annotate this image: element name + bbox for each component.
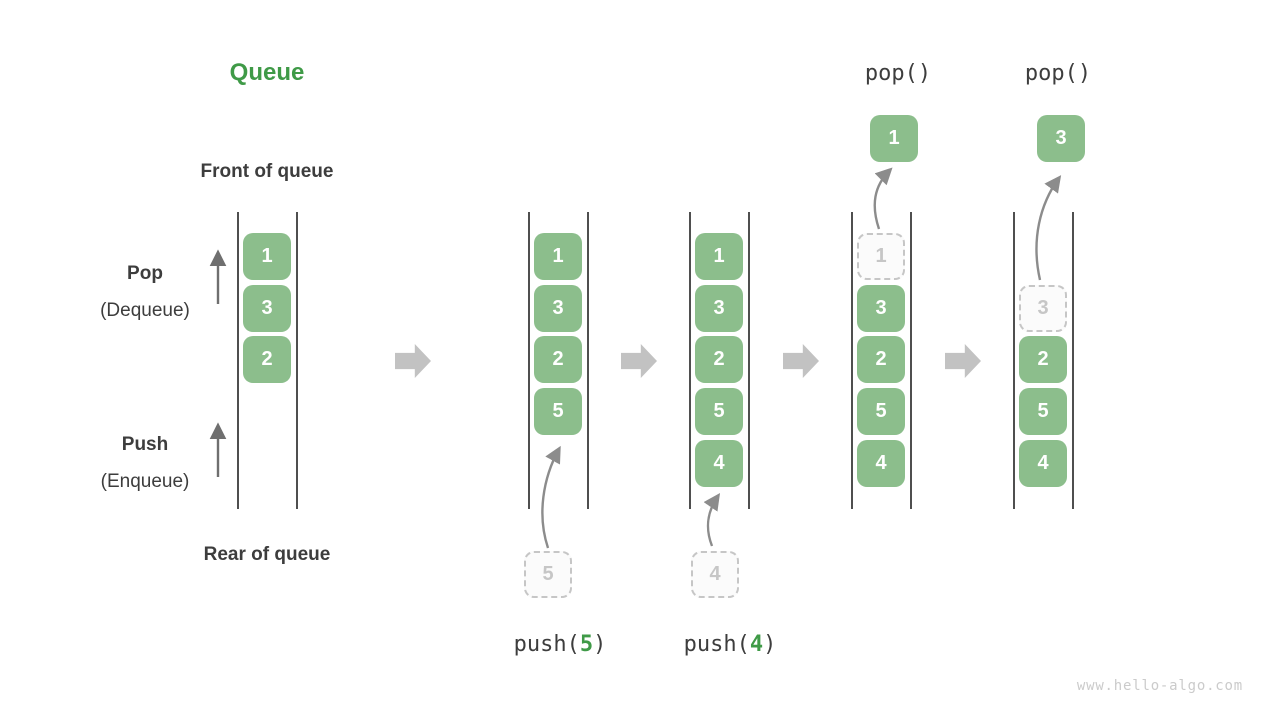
queue-item: 5	[1019, 388, 1067, 435]
transition-arrow-icon	[945, 344, 981, 378]
queue-state-3: 1 3 2 5 4	[689, 212, 750, 509]
pop-side-label: Pop (Dequeue)	[60, 255, 230, 329]
transition-arrow-icon	[395, 344, 431, 378]
queue-state-2: 1 3 2 5	[528, 212, 589, 509]
push-arg-1: 5	[579, 632, 594, 657]
queue-item: 3	[695, 285, 743, 332]
queue-item: 3	[243, 285, 291, 332]
queue-item: 2	[695, 336, 743, 383]
enqueue-alias-label: (Enqueue)	[100, 471, 190, 492]
queue-state-4: 1 3 2 5 4	[851, 212, 912, 509]
push-operation-label-1: push(5)	[513, 632, 607, 657]
front-of-queue-label: Front of queue	[200, 161, 334, 182]
queue-item: 5	[695, 388, 743, 435]
queue-item-removed: 3	[1019, 285, 1067, 332]
queue-item: 5	[534, 388, 582, 435]
rear-of-queue-label: Rear of queue	[203, 544, 331, 565]
push-side-label: Push (Enqueue)	[60, 426, 230, 500]
queue-item-removed: 1	[857, 233, 905, 280]
transition-arrow-icon	[783, 344, 819, 378]
queue-item: 2	[1019, 336, 1067, 383]
queue-item: 2	[534, 336, 582, 383]
queue-item: 4	[1019, 440, 1067, 487]
pop-label: Pop	[127, 263, 163, 284]
push-label: Push	[121, 434, 169, 455]
queue-item: 1	[695, 233, 743, 280]
watermark: www.hello-algo.com	[1076, 678, 1243, 694]
queue-item: 1	[534, 233, 582, 280]
queue-item: 5	[857, 388, 905, 435]
popped-value-box-3: 3	[1037, 115, 1085, 162]
push-operation-label-2: push(4)	[683, 632, 777, 657]
queue-item: 3	[857, 285, 905, 332]
transition-arrow-icon	[621, 344, 657, 378]
queue-state-5: 3 2 5 4	[1013, 212, 1074, 509]
queue-item: 4	[695, 440, 743, 487]
pop-operation-label-1: pop()	[864, 61, 932, 86]
queue-item: 3	[534, 285, 582, 332]
push-arg-2: 4	[749, 632, 764, 657]
staged-value-box-5: 5	[524, 551, 572, 598]
queue-item: 2	[243, 336, 291, 383]
staged-value-box-4: 4	[691, 551, 739, 598]
popped-value-box-1: 1	[870, 115, 918, 162]
queue-item: 4	[857, 440, 905, 487]
queue-item: 1	[243, 233, 291, 280]
dequeue-alias-label: (Dequeue)	[100, 300, 190, 321]
diagram-title: Queue	[229, 59, 305, 86]
pop-operation-label-2: pop()	[1024, 61, 1092, 86]
queue-item: 2	[857, 336, 905, 383]
queue-state-1: 1 3 2	[237, 212, 298, 509]
